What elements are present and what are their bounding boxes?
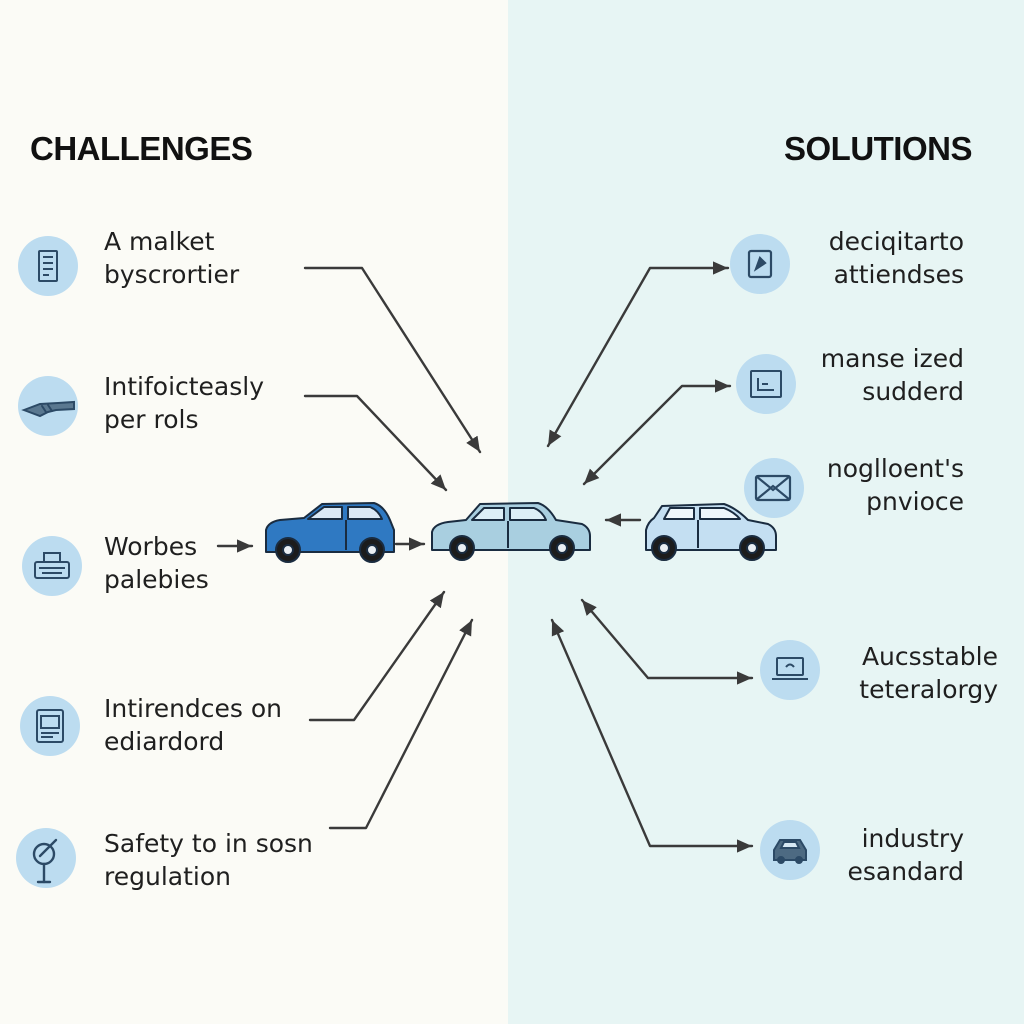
- document-icon: [20, 696, 80, 756]
- right-car: [645, 503, 777, 561]
- arrow-challenge-5: [328, 618, 474, 830]
- gauge-icon: [16, 828, 76, 888]
- left-car: [265, 502, 395, 563]
- car-icon: [760, 820, 820, 880]
- server-icon: [18, 236, 78, 296]
- chart-icon: [736, 354, 796, 414]
- arrow-challenge-2: [303, 394, 448, 492]
- laptop-icon: [760, 640, 820, 700]
- solutions-heading: SOLUTIONS: [783, 130, 973, 167]
- arrow-solution-2: [582, 379, 732, 486]
- machine-icon: [22, 536, 82, 596]
- center-car: [431, 502, 591, 561]
- hand-icon: [18, 376, 78, 436]
- arrow-solution-5: [550, 618, 754, 853]
- envelope-icon: [744, 458, 804, 518]
- arrow-solution-4: [580, 598, 754, 685]
- arrow-challenge-4: [308, 590, 446, 722]
- arrow-challenge-1: [303, 266, 482, 454]
- challenges-heading: CHALLENGES: [30, 130, 253, 167]
- arrow-solution-1: [546, 261, 730, 448]
- tag-icon: [730, 234, 790, 294]
